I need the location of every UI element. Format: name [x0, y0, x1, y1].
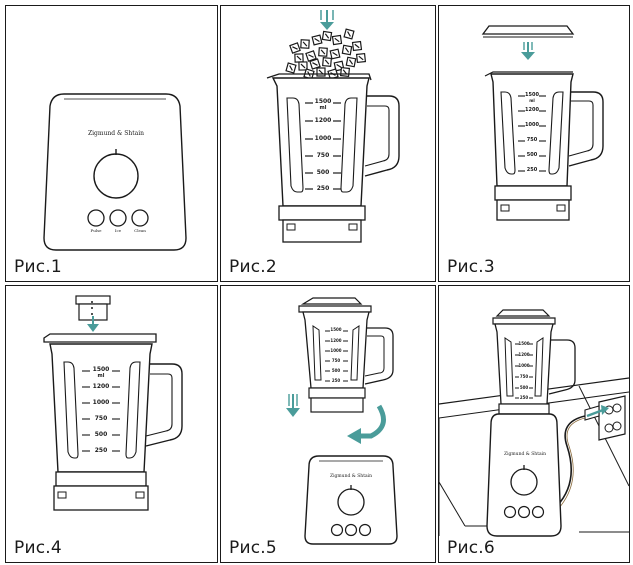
scale-label-1500: 1500 [92, 366, 110, 373]
caption-1: Рис.1 [14, 257, 62, 277]
panel-3: 1500 ml 1200 1000 750 500 250 Рис.3 [438, 5, 630, 282]
ice-cube-edge [308, 54, 314, 58]
scale-label-1500: 1500 [518, 341, 530, 346]
scale-label-250: 250 [526, 167, 538, 173]
ice-cube-edge [336, 63, 342, 69]
scale-label-750: 750 [519, 374, 529, 379]
scale-label-1500: 1500 [330, 327, 342, 332]
scale-label-1500: 1500 [314, 98, 332, 105]
jar-onto-base-illustration [286, 297, 398, 545]
scale-label-1200: 1200 [330, 338, 342, 343]
ice-cube-edge [318, 69, 324, 75]
brand-label: Zigmund & Shtain [503, 452, 547, 457]
rotate-arrow-icon [347, 404, 386, 444]
down-arrow-icon [286, 394, 300, 417]
ice-cube-edge [324, 59, 330, 65]
scale-label-500: 500 [331, 368, 341, 373]
down-arrow-icon [521, 42, 535, 60]
scale-label-1500: 1500 [525, 92, 539, 98]
scale-label-750: 750 [331, 358, 341, 363]
scale-label-1200: 1200 [92, 383, 110, 390]
ice-cube-edge [312, 62, 318, 66]
scale-label-250: 250 [94, 447, 108, 454]
scale-unit: ml [529, 98, 535, 103]
scale-label-750: 750 [316, 152, 330, 159]
ice-cube-edge [314, 38, 320, 42]
ice-cube-edge [348, 59, 354, 65]
panel-5: 1500 1200 1000 750 500 250 Zigmund & Sht… [220, 285, 436, 563]
down-arrow-icon [87, 316, 99, 332]
scale-label-500: 500 [94, 431, 108, 438]
scale-label-750: 750 [526, 137, 538, 143]
scale-label-1000: 1000 [314, 135, 332, 142]
panel-6: 1500 1200 1000 750 500 250 Zigmund & Sht… [438, 285, 630, 563]
scale-unit: ml [97, 373, 105, 379]
caption-2: Рис.2 [229, 257, 277, 277]
ice-cube-edge [344, 47, 350, 53]
ice-cube-edge [320, 49, 326, 55]
caption-6: Рис.6 [447, 538, 495, 558]
scale-label-250: 250 [316, 185, 330, 192]
scale-label-1000: 1000 [330, 348, 342, 353]
scale-label-1200: 1200 [525, 107, 539, 113]
scale-label-1000: 1000 [518, 363, 530, 368]
ice-cubes [285, 28, 367, 80]
scale-label-1000: 1000 [92, 399, 110, 406]
ice-cube-edge [296, 55, 302, 61]
right-arrow-icon [586, 405, 609, 418]
ice-cube-edge [347, 31, 351, 37]
button-label-pulse: Pulse [90, 228, 102, 233]
ice-cube-edge [358, 55, 364, 61]
ice-cube-edge [332, 51, 338, 57]
measuring-cap-illustration [43, 295, 183, 511]
scale-label-750: 750 [94, 415, 108, 422]
scale-label-500: 500 [526, 152, 538, 158]
panel-4: 1500 ml 1200 1000 750 500 250 Рис.4 [5, 285, 218, 563]
brand-label: Zigmund & Shtain [87, 130, 145, 137]
brand-label: Zigmund & Shtain [329, 474, 373, 479]
lid-on-jar-illustration [481, 25, 604, 221]
plug-in-illustration [439, 309, 629, 537]
button-label-clean: Clean [134, 228, 146, 233]
scale-label-1000: 1000 [525, 122, 539, 128]
caption-3: Рис.3 [447, 257, 495, 277]
scale-label-1200: 1200 [518, 352, 530, 357]
ice-into-jar-illustration [266, 10, 400, 243]
button-label-ice: Ice [114, 228, 122, 233]
ice-cube-edge [334, 37, 340, 43]
caption-5: Рис.5 [229, 538, 277, 558]
ice-cube-edge [292, 46, 298, 50]
scale-label-500: 500 [519, 385, 529, 390]
scale-label-250: 250 [519, 395, 529, 400]
down-arrow-icon [320, 10, 334, 30]
ice-cube-edge [289, 65, 293, 71]
ice-cube-edge [300, 63, 306, 69]
ice-cube-edge [302, 41, 308, 47]
caption-4: Рис.4 [14, 538, 62, 558]
blender-base-illustration [43, 93, 187, 251]
scale-label-250: 250 [331, 378, 341, 383]
ice-cube-edge [324, 33, 330, 39]
panel-1: Zigmund & Shtain Pulse Ice Clean Рис.1 [5, 5, 218, 282]
scale-label-1200: 1200 [314, 117, 332, 124]
scale-unit: ml [319, 105, 327, 111]
ice-cube-edge [354, 43, 360, 49]
panel-2: 1500 ml 1200 1000 750 500 250 Рис.2 [220, 5, 436, 282]
scale-label-500: 500 [316, 169, 330, 176]
